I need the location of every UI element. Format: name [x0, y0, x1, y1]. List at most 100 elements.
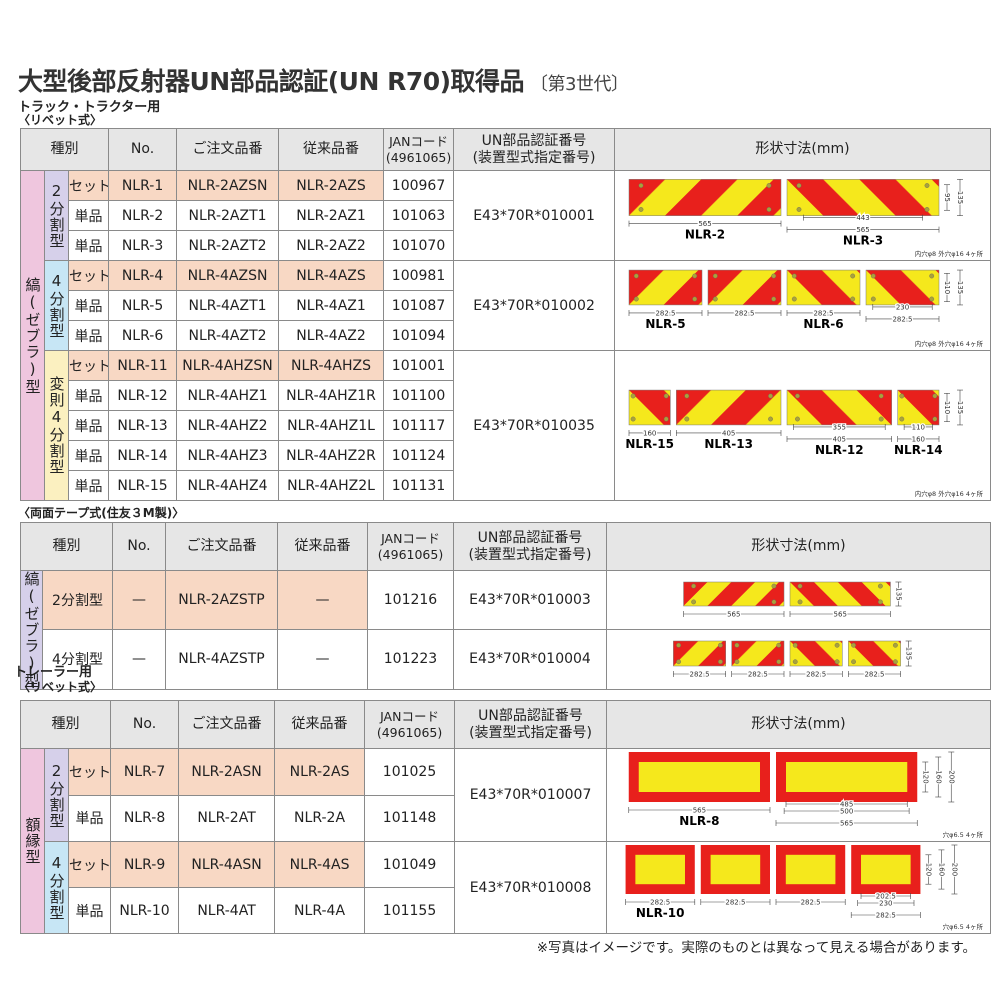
set-type-cell: セット: [67, 170, 110, 201]
split-type-cell-text: 変則4分割型: [47, 376, 66, 475]
header-jan-line: (4961065): [385, 149, 452, 165]
order-code-cell: NLR-4AHZ2: [176, 410, 280, 441]
rivet-hole-icon: [768, 416, 773, 422]
rivet-hole-icon: [796, 207, 802, 212]
rivet-hole-icon: [633, 273, 639, 279]
set-type-cell: 単品: [67, 470, 110, 501]
previous-code-cell: —: [277, 570, 368, 630]
set-type-cell: 単品: [67, 794, 112, 842]
panel-model-name: NLR-12: [815, 443, 864, 457]
tape-method-label: 〈両面テープ式(住友３M製)〉: [18, 506, 185, 520]
zebra-stripe-panel: [786, 179, 940, 216]
rivet-hole-icon: [768, 393, 773, 399]
dimension-label: 282.5: [690, 670, 710, 678]
zebra-stripe-panel: [897, 389, 940, 426]
rivet-hole-icon: [851, 642, 856, 648]
order-code-cell: NLR-2ASN: [178, 748, 276, 796]
dimension-label: 230: [896, 303, 909, 311]
order-code-cell: NLR-4AZT2: [176, 320, 280, 351]
rivet-hole-icon: [850, 296, 856, 302]
rivet-hole-icon: [791, 273, 797, 279]
dimension-label: 355: [833, 423, 846, 431]
jan-code-cell: 100981: [383, 260, 455, 291]
dimension-label: 110: [943, 401, 951, 414]
order-code-cell: NLR-4AZSTP: [165, 628, 278, 691]
reflector-diagram: 160NLR-15405NLR-13355405NLR-12110160NLR-…: [625, 389, 984, 498]
split-type-cell-text: 2分割型: [47, 761, 66, 829]
dimension-label: 282.5: [814, 309, 834, 317]
set-type-cell: セット: [67, 260, 110, 291]
frame-inner: [786, 762, 908, 792]
reflector-panel: [628, 269, 703, 306]
split-type-cell: 4分割型: [44, 260, 69, 351]
split-type-cell-text: 4分割型: [47, 272, 66, 339]
rivet-hole-icon: [771, 273, 777, 279]
category-cell-text: 縞(ゼブラ)型: [22, 571, 41, 689]
rivet-hole-icon: [638, 183, 644, 188]
title-generation: 〔第3世代〕: [530, 74, 629, 95]
hole-note: 穴φ6.5 4ヶ所: [943, 830, 984, 839]
zebra-stripe-panel: [786, 269, 861, 306]
zebra-stripe-panel: [628, 179, 782, 216]
header-un-line: UN部品認証番号: [477, 529, 583, 546]
dimension-label: 110: [943, 281, 951, 294]
zebra-stripe-panel: [865, 269, 940, 306]
page-title: 大型後部反射器UN部品認証(UN R70)取得品〔第3世代〕: [18, 62, 629, 98]
order-code-cell: NLR-2AZT1: [176, 200, 280, 231]
rivet-hole-icon: [797, 583, 803, 589]
panel-model-name: NLR-10: [636, 906, 685, 920]
hole-note: 内穴φ8 外穴φ16 4ヶ所: [915, 489, 984, 498]
header-un-line: UN部品認証番号: [481, 132, 587, 149]
panel-model-name: NLR-6: [803, 317, 843, 331]
header-shape: 形状寸法(mm): [606, 522, 991, 571]
reflector-panel: [731, 640, 785, 667]
dimension-label: 160: [643, 429, 656, 437]
rivet-hole-icon: [795, 416, 800, 422]
zebra-stripe-panel: [786, 389, 892, 426]
rivet-hole-icon: [766, 183, 772, 188]
model-no-cell: NLR-11: [108, 350, 178, 381]
header-un-line: (装置型式指定番号): [469, 724, 592, 741]
dimension-label: 120: [921, 770, 929, 783]
rivet-hole-icon: [877, 583, 883, 589]
rivet-hole-icon: [712, 296, 718, 302]
jan-code-cell: 101124: [383, 440, 455, 471]
panel-model-name: NLR-8: [679, 814, 719, 828]
panel-model-name: NLR-13: [704, 437, 753, 451]
dimension-label: 282.5: [735, 309, 755, 317]
dimension-label: 135: [905, 647, 913, 660]
dimension-label: 565: [834, 610, 847, 618]
rivet-hole-icon: [851, 659, 856, 665]
rivet-hole-icon: [692, 296, 698, 302]
rivet-hole-icon: [877, 599, 883, 605]
model-no-cell: —: [112, 570, 166, 630]
model-no-cell: NLR-4: [108, 260, 178, 291]
order-code-cell: NLR-4AHZ3: [176, 440, 280, 471]
model-no-cell: NLR-10: [110, 887, 180, 934]
split-type-cell-text: 2分割型: [47, 182, 66, 249]
header-order: ご注文品番: [165, 522, 278, 571]
previous-code-cell: NLR-4AZ1: [278, 290, 385, 321]
header-prev: 従来品番: [278, 128, 385, 171]
split-type-cell: 4分割型: [44, 841, 69, 934]
rivet-hole-icon: [850, 273, 856, 279]
previous-code-cell: NLR-4AZS: [278, 260, 385, 291]
header-jan: JANコード(4961065): [364, 700, 456, 749]
rivet-hole-icon: [663, 393, 669, 399]
rivet-hole-icon: [792, 659, 798, 665]
rivet-hole-icon: [797, 599, 803, 605]
split-type-cell: 変則4分割型: [44, 350, 69, 501]
zebra-stripe-panel: [628, 269, 703, 306]
dimension-label: 565: [698, 220, 711, 228]
jan-code-cell: 101223: [367, 628, 454, 691]
dimension-label: 485: [840, 801, 853, 809]
